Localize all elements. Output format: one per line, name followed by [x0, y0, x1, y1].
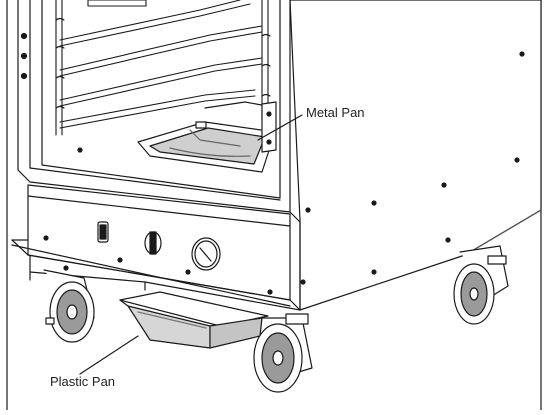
plastic-pan-leader	[79, 335, 139, 375]
metal-pan-leader	[257, 114, 303, 141]
plastic-pan-label: Plastic Pan	[50, 374, 116, 389]
metal-pan-label: Metal Pan	[306, 105, 365, 120]
plastic-pan	[119, 291, 269, 349]
metal-pan	[77, 101, 277, 173]
shelf-rack	[55, 0, 271, 136]
base-rail	[29, 255, 301, 311]
thermostat-knob	[144, 231, 162, 255]
thermometer-gauge	[191, 237, 221, 271]
cabinet-side-panel	[289, 0, 542, 311]
power-switch	[97, 221, 109, 243]
caster-rear-right	[453, 245, 509, 325]
caster-front-left	[43, 269, 95, 343]
cabinet-front-frame	[17, 0, 291, 213]
caster-front-right	[253, 313, 313, 393]
